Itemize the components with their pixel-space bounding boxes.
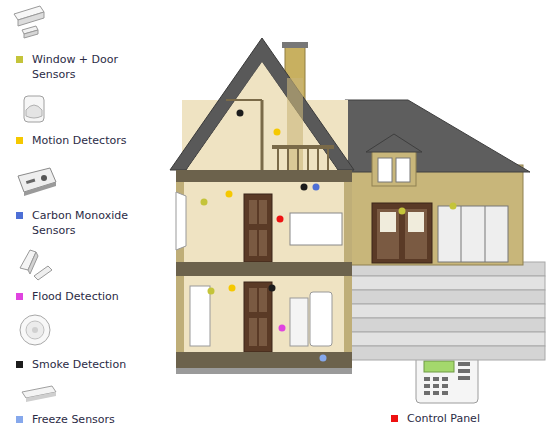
legend-swatch	[391, 415, 398, 422]
right-facade	[332, 100, 530, 265]
front-stairs	[345, 262, 545, 360]
legend-item: Smoke Detection	[16, 357, 144, 372]
legend-swatch	[16, 293, 23, 300]
control-panel-icon	[416, 355, 478, 403]
legend-item: Carbon Monoxide Sensors	[16, 208, 144, 238]
legend-label: Carbon Monoxide Sensors	[32, 208, 144, 238]
window-door-sensor-icon	[14, 6, 44, 38]
legend-item: Freeze Sensors	[16, 412, 144, 427]
legend-label: Freeze Sensors	[32, 412, 144, 427]
smoke-detector-icon	[20, 315, 50, 345]
legend-item: Flood Detection	[16, 289, 144, 304]
legend-swatch	[16, 137, 23, 144]
house-cross-section	[170, 38, 354, 374]
legend-label: Smoke Detection	[32, 357, 144, 372]
legend-swatch	[16, 361, 23, 368]
legend-label: Window + Door Sensors	[32, 52, 144, 82]
legend-item: Control Panel	[391, 411, 537, 426]
carbon-monoxide-sensor-icon	[18, 168, 56, 196]
legend-item: Motion Detectors	[16, 133, 144, 148]
legend-label: Flood Detection	[32, 289, 144, 304]
legend-item: Window + Door Sensors	[16, 52, 144, 82]
legend-swatch	[16, 56, 23, 63]
motion-detector-icon	[24, 96, 44, 122]
legend-label: Control Panel	[407, 411, 537, 426]
freeze-sensor-icon	[22, 386, 56, 402]
legend-swatch	[16, 212, 23, 219]
legend-swatch	[16, 416, 23, 423]
flood-detector-icon	[20, 250, 52, 280]
legend-label: Motion Detectors	[32, 133, 144, 148]
